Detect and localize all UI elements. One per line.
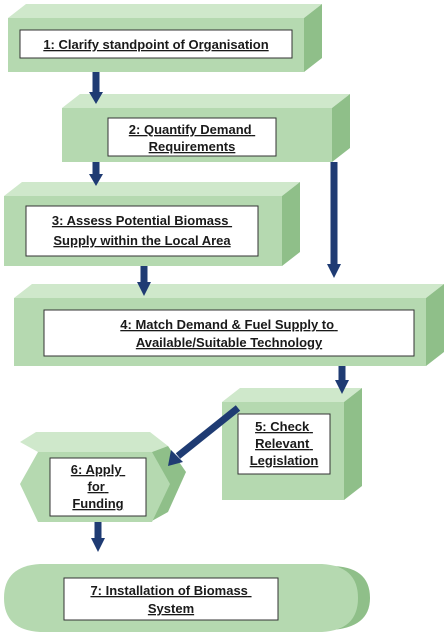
- step-7-label: 7: Installation of Biomass System: [90, 583, 251, 616]
- step-1-label: 1: Clarify standpoint of Organisation: [43, 37, 268, 52]
- step-6-label: 6: Apply for Funding: [71, 462, 125, 511]
- step-6-hexagon: 6: Apply for Funding: [20, 432, 186, 522]
- step-7-terminator: 7: Installation of Biomass System: [4, 564, 370, 632]
- connectors: [89, 72, 349, 552]
- arrow-2-to-4: [327, 162, 341, 278]
- arrow-4-to-5: [335, 366, 349, 394]
- arrow-6-to-7: [91, 522, 105, 552]
- arrow-5-to-6: [168, 405, 241, 466]
- step-3-box: 3: Assess Potential Biomass Supply withi…: [4, 182, 300, 266]
- arrow-3-to-4: [137, 266, 151, 296]
- step-5-label: 5: Check Relevant Legislation: [250, 419, 319, 468]
- step-4-label: 4: Match Demand & Fuel Supply to Availab…: [120, 317, 337, 350]
- step-1-box: 1: Clarify standpoint of Organisation: [8, 4, 322, 72]
- step-2-box: 2: Quantify Demand Requirements: [62, 94, 350, 162]
- step-3-label: 3: Assess Potential Biomass Supply withi…: [52, 213, 232, 248]
- step-4-box: 4: Match Demand & Fuel Supply to Availab…: [14, 284, 444, 366]
- step-2-label: 2: Quantify Demand Requirements: [129, 122, 255, 154]
- arrow-1-to-2: [89, 72, 103, 104]
- arrow-2-to-3: [89, 162, 103, 186]
- step-5-box: 5: Check Relevant Legislation: [222, 388, 362, 500]
